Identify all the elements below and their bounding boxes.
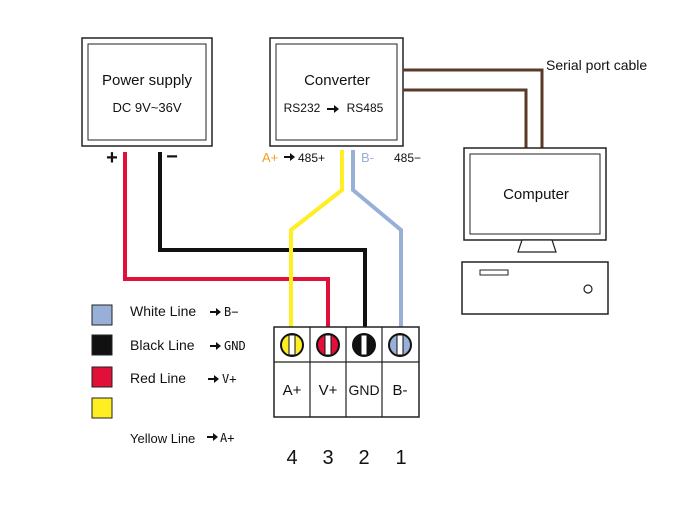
terminal-number-4: 4 — [286, 447, 297, 469]
legend-yellow-line-label: Yellow Line — [130, 431, 195, 446]
terminal-label-a-plus: A+ — [283, 382, 302, 399]
screw-terminal-1 — [388, 333, 412, 357]
legend-arrow-icon — [210, 308, 221, 316]
converter-rs232: RS232 — [284, 101, 321, 115]
terminal-label-v-plus: V+ — [319, 382, 338, 399]
a-plus-arrow-icon — [284, 153, 295, 161]
power-supply-voltage: DC 9V~36V — [112, 100, 181, 115]
blue-wire — [351, 150, 403, 327]
wires — [123, 150, 403, 327]
legend-black-line-signal: GND — [224, 339, 246, 353]
legend-red-line-signal: V+ — [222, 372, 236, 386]
screw-terminal-3 — [316, 333, 340, 357]
converter-485-minus: 485− — [394, 151, 421, 165]
converter-rs485: RS485 — [347, 101, 384, 115]
power-supply-title: Power supply — [102, 72, 193, 89]
converter-box: Converter RS232 RS485 — [269, 37, 404, 147]
plus-sign: + — [106, 147, 118, 169]
computer-label: Computer — [503, 186, 569, 203]
terminal-block: A+ V+ GND B- — [273, 326, 420, 418]
serial-port-cable — [403, 68, 544, 148]
black-wire — [158, 152, 367, 327]
computer-icon — [461, 147, 609, 315]
converter-485-plus: 485+ — [298, 151, 325, 165]
converter-b-minus: B- — [361, 150, 374, 165]
screw-terminal-2 — [352, 333, 376, 357]
rs-arrow-icon — [327, 105, 339, 113]
terminal-label-gnd: GND — [348, 382, 379, 398]
serial-port-cable-label: Serial port cable — [546, 57, 647, 73]
legend-swatch-black — [91, 334, 113, 356]
legend-swatch-white — [91, 304, 113, 326]
converter-a-plus: A+ — [262, 150, 278, 165]
legend-swatch-red — [91, 366, 113, 388]
legend-yellow-line-signal: A+ — [220, 431, 234, 445]
minus-sign: − — [166, 146, 178, 168]
yellow-wire — [289, 150, 344, 327]
legend-arrow-icon — [210, 342, 221, 350]
power-supply-box: Power supply DC 9V~36V — [81, 37, 213, 147]
legend-black-line-label: Black Line — [130, 337, 195, 353]
terminal-number-1: 1 — [395, 447, 406, 469]
legend-white-line-label: White Line — [130, 303, 196, 319]
legend-white-line-signal: B− — [224, 305, 238, 319]
legend-arrow-icon — [208, 375, 219, 383]
terminal-number-2: 2 — [358, 447, 369, 469]
legend-arrow-icon — [207, 433, 218, 441]
legend-swatch-yellow — [91, 397, 113, 419]
red-wire — [123, 152, 330, 327]
converter-title: Converter — [304, 72, 370, 89]
terminal-number-3: 3 — [322, 447, 333, 469]
screw-terminal-4 — [280, 333, 304, 357]
legend: White Line B− Black Line GND Red Line V+… — [91, 303, 246, 446]
terminal-label-b-minus: B- — [393, 382, 408, 399]
legend-red-line-label: Red Line — [130, 370, 186, 386]
